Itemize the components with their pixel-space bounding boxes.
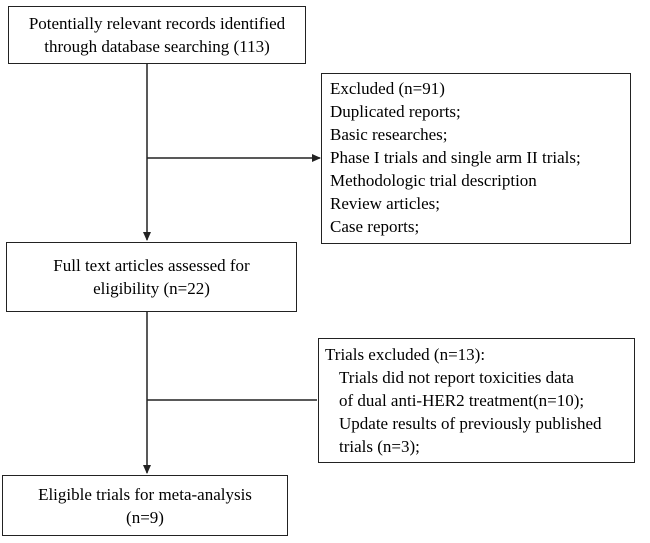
- excluded-2-item: Trials did not report toxicities data: [339, 368, 574, 387]
- full-text-line-1: Full text articles assessed for: [53, 256, 250, 275]
- excluded-1-item: Methodologic trial description: [330, 171, 537, 190]
- excluded-1-item: Duplicated reports;: [330, 102, 461, 121]
- eligible-trials-box: Eligible trials for meta-analysis (n=9): [2, 475, 288, 536]
- excluded-1-item: Case reports;: [330, 217, 420, 236]
- identified-line-2: through database searching (113): [44, 37, 270, 56]
- excluded-2-item: Update results of previously published: [339, 414, 602, 433]
- identified-line-1: Potentially relevant records identified: [28, 14, 286, 33]
- excluded-1-item: Review articles;: [330, 194, 440, 213]
- full-text-line-2: eligibility (n=22): [93, 279, 210, 298]
- eligible-line-1: Eligible trials for meta-analysis: [38, 485, 252, 504]
- excluded-2-item: of dual anti-HER2 treatment(n=10);: [339, 391, 585, 410]
- eligible-line-2: (n=9): [126, 508, 164, 527]
- excluded-1-item: Phase I trials and single arm II trials;: [330, 148, 581, 167]
- identified-records-box: Potentially relevant records identified …: [8, 6, 306, 64]
- full-text-box: Full text articles assessed for eligibil…: [6, 242, 297, 312]
- excluded-1-title: Excluded (n=91): [330, 79, 445, 98]
- excluded-box-1: Excluded (n=91) Duplicated reports; Basi…: [321, 73, 631, 244]
- excluded-1-item: Basic researches;: [330, 125, 448, 144]
- excluded-box-2: Trials excluded (n=13): Trials did not r…: [318, 338, 635, 463]
- excluded-2-item: trials (n=3);: [339, 437, 420, 456]
- excluded-2-title: Trials excluded (n=13):: [325, 345, 486, 364]
